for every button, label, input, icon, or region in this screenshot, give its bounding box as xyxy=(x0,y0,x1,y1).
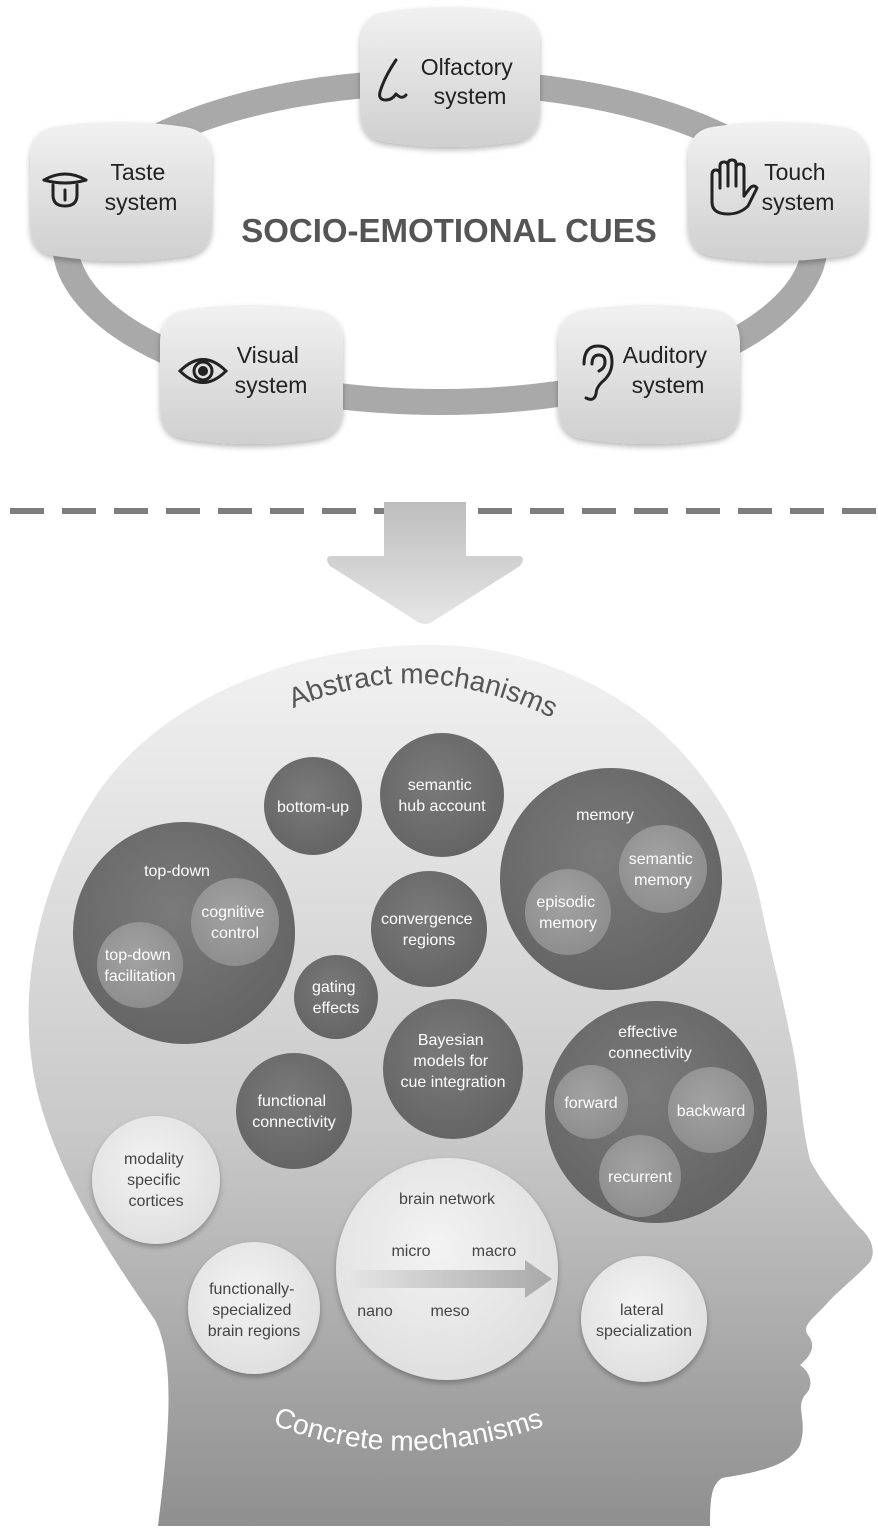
semantic-memory-bubble: semantic memory xyxy=(619,825,707,913)
recurrent-bubble: recurrent xyxy=(599,1135,681,1217)
scale-arrow xyxy=(351,1260,552,1298)
svg-text:effective connectivity: effective connectivity xyxy=(608,1024,692,1062)
hand-icon xyxy=(710,158,759,216)
lateral-specialization-label: lateral specialization xyxy=(596,1302,692,1340)
memory-bubble: memory semantic memory episodic memory xyxy=(500,768,722,990)
svg-text:backward: backward xyxy=(677,1103,745,1120)
effective-connectivity-bubble: effective connectivity forward backward … xyxy=(545,1001,767,1223)
micro-label: micro xyxy=(391,1243,430,1260)
brain-network-bubble xyxy=(336,1158,558,1380)
functional-connectivity-bubble: functional connectivity xyxy=(236,1053,352,1169)
down-arrow xyxy=(327,502,523,624)
svg-text:episodic memory: episodic memory xyxy=(536,894,599,932)
bayesian-models-bubble: Bayesian models for cue integration xyxy=(383,999,523,1139)
olfactory-label: Olfactory system xyxy=(421,54,519,109)
svg-text:recurrent: recurrent xyxy=(608,1169,673,1186)
svg-text:top-down facilitation: top-down facilitation xyxy=(104,947,175,985)
touch-label: Touch system xyxy=(762,159,835,215)
top-down-bubble: top-down cognitive control top-down faci… xyxy=(73,822,295,1044)
convergence-regions-bubble: convergence regions xyxy=(371,871,487,987)
touch-system-box xyxy=(688,122,868,261)
meso-label: meso xyxy=(430,1303,469,1320)
episodic-memory-bubble: episodic memory xyxy=(525,869,611,955)
svg-text:gating effects: gating effects xyxy=(312,979,360,1017)
svg-text:Bayesian models for: Bayesian models for cue integration xyxy=(401,1032,506,1091)
cognitive-control-bubble: cognitive control xyxy=(191,878,279,966)
svg-text:memory: memory xyxy=(576,807,634,824)
modality-specific-cortices-bubble xyxy=(92,1116,220,1244)
macro-label: macro xyxy=(472,1243,517,1260)
gating-effects-bubble: gating effects xyxy=(294,955,378,1039)
functionally-specialized-regions-label: functionally- specialized brain regions xyxy=(208,1281,301,1340)
brain-network-label: brain network xyxy=(399,1191,496,1208)
top-down-facilitation-bubble: top-down facilitation xyxy=(97,922,183,1008)
nano-label: nano xyxy=(357,1303,393,1320)
visual-system-box xyxy=(160,305,343,444)
svg-text:functional connectivity: functional connectivity xyxy=(252,1093,336,1131)
svg-text:cognitive control: cognitive control xyxy=(201,904,269,942)
svg-text:semantic hub account: semantic hub account xyxy=(398,777,486,815)
svg-text:semantic memory: semantic memory xyxy=(629,851,697,889)
svg-text:convergence regions: convergence regions xyxy=(381,911,477,949)
auditory-system-box xyxy=(558,305,740,444)
auditory-label: Auditory system xyxy=(623,342,714,398)
olfactory-system-box xyxy=(360,7,540,147)
backward-bubble: backward xyxy=(668,1067,754,1153)
diagram-title: SOCIO-EMOTIONAL CUES xyxy=(241,212,657,249)
lateral-specialization-bubble xyxy=(581,1256,707,1382)
svg-text:bottom-up: bottom-up xyxy=(277,799,349,816)
tongue-icon xyxy=(42,172,88,208)
svg-text:top-down: top-down xyxy=(144,863,210,880)
functionally-specialized-regions-bubble xyxy=(188,1242,320,1374)
visual-label: Visual system xyxy=(235,342,308,398)
nose-icon xyxy=(378,58,408,102)
taste-system-box xyxy=(30,122,212,261)
svg-text:forward: forward xyxy=(564,1095,617,1112)
taste-label: Taste system xyxy=(105,159,178,215)
bottom-up-bubble: bottom-up xyxy=(264,757,362,855)
semantic-hub-bubble: semantic hub account xyxy=(380,733,504,857)
eye-icon xyxy=(177,358,229,384)
ear-icon xyxy=(582,344,614,401)
forward-bubble: forward xyxy=(554,1065,628,1139)
modality-specific-cortices-label: modality specific cortices xyxy=(124,1151,188,1210)
